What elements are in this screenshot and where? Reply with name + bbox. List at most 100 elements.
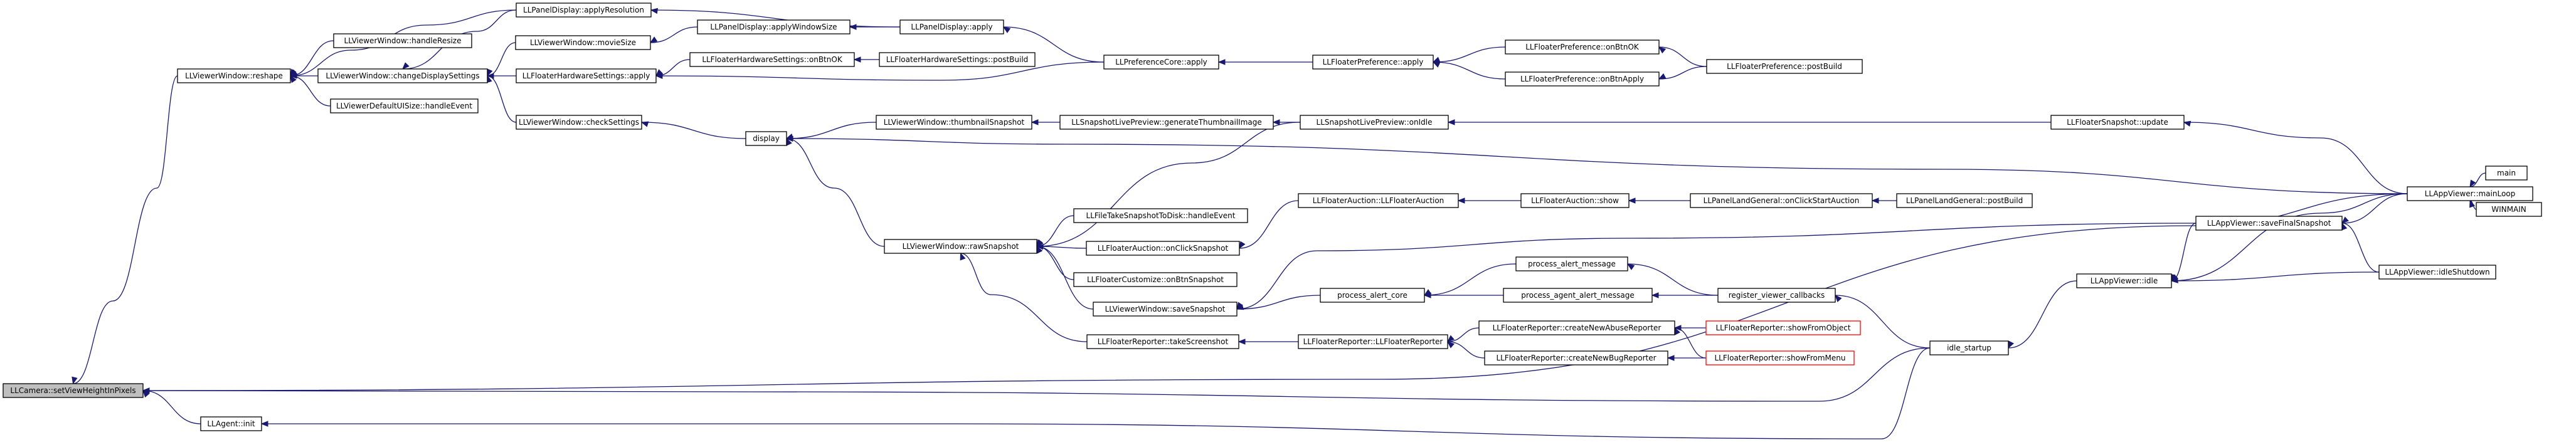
node-llpaneldisplay-apply[interactable]: LLPanelDisplay::apply — [899, 19, 1004, 34]
node-box — [884, 239, 1037, 254]
node-llcamera-setviewheightinpixels[interactable]: LLCamera::setViewHeightInPixels — [3, 383, 144, 398]
node-llfloaterreporter-showfrommenu[interactable]: LLFloaterReporter::showFromMenu — [1705, 350, 1855, 365]
node-llfloatercustomize-onbtnsnapshot[interactable]: LLFloaterCustomize::onBtnSnapshot — [1073, 272, 1238, 287]
node-llappviewer-savefinalsnapshot[interactable]: LLAppViewer::saveFinalSnapshot — [2195, 216, 2343, 231]
node-llpaneldisplay-applyresolution[interactable]: LLPanelDisplay::applyResolution — [516, 3, 652, 18]
edge-llfloaterpreference-apply-to-llpreferencecore-apply — [1217, 59, 1313, 65]
node-llviewerwindow-savesnapshot[interactable]: LLViewerWindow::saveSnapshot — [1093, 302, 1238, 317]
node-main[interactable]: main — [2485, 166, 2528, 181]
node-box — [1515, 256, 1628, 271]
node-label: LLSnapshotLivePreview::generateThumbnail… — [1071, 118, 1262, 127]
node-llfloatersnapshot-update[interactable]: LLFloaterSnapshot::update — [2050, 115, 2185, 130]
node-label: LLViewerWindow::movieSize — [530, 38, 636, 47]
node-label: LLFloaterPreference::apply — [1323, 58, 1424, 66]
edge-llappviewer-mainloop-to-display — [785, 135, 2408, 194]
node-box — [1073, 208, 1248, 223]
node-llappviewer-idleshutdown[interactable]: LLAppViewer::idleShutdown — [2378, 265, 2496, 280]
node-llfloaterreporter-llfloaterreporter[interactable]: LLFloaterReporter::LLFloaterReporter — [1298, 334, 1448, 349]
edge-llappviewer-idleshutdown-to-llappviewer-idle — [2170, 271, 2380, 283]
node-box — [515, 35, 651, 50]
edge-idle-startup-to-llagent-init — [260, 347, 1931, 439]
node-llfloaterhardwaresettings-onbtnok[interactable]: LLFloaterHardwareSettings::onBtnOK — [689, 52, 855, 67]
edge-llfloatersnapshot-update-to-llsnapshotlivepreview-onidle — [1447, 119, 2051, 125]
node-label: LLPreferenceCore::apply — [1115, 58, 1207, 66]
node-llfloaterreporter-takescreenshot[interactable]: LLFloaterReporter::takeScreenshot — [1086, 334, 1239, 349]
edge-llfloaterreporter-takescreenshot-to-llviewerwindow-rawsnapshot — [960, 252, 1088, 342]
node-llfloaterauction-onclicksnapshot[interactable]: LLFloaterAuction::onClickSnapshot — [1086, 241, 1240, 256]
node-box — [1706, 59, 1863, 74]
node-register-viewer-callbacks[interactable]: register_viewer_callbacks — [1717, 288, 1836, 303]
node-llfloaterauction-show[interactable]: LLFloaterAuction::show — [1520, 193, 1630, 208]
node-display[interactable]: display — [745, 131, 787, 146]
node-idle-startup[interactable]: idle_startup — [1929, 340, 2009, 355]
edge-llviewerwindow-reshape-to-llcamera-setviewheightinpixels — [72, 75, 178, 385]
node-llfloaterhardwaresettings-postbuild[interactable]: LLFloaterHardwareSettings::postBuild — [879, 52, 1036, 67]
node-llfloaterpreference-onbtnapply[interactable]: LLFloaterPreference::onBtnApply — [1505, 71, 1660, 87]
node-label: LLFloaterReporter::showFromMenu — [1715, 354, 1846, 362]
node-llfloaterpreference-onbtnok[interactable]: LLFloaterPreference::onBtnOK — [1505, 39, 1660, 55]
node-llfiletakesnapshottodisk-handleevent[interactable]: LLFileTakeSnapshotToDisk::handleEvent — [1073, 208, 1248, 223]
node-box — [876, 115, 1032, 130]
node-llfloaterpreference-postbuild[interactable]: LLFloaterPreference::postBuild — [1706, 59, 1863, 74]
edge-llpreferencecore-apply-to-llfloaterhardwaresettings-apply — [655, 61, 1105, 81]
node-label: LLFloaterHardwareSettings::apply — [522, 71, 650, 80]
node-label: LLAppViewer::idle — [2091, 276, 2158, 285]
edge-llfloaterreporter-createnewabusereporter-to-llfloaterreporter-llfloaterreporter — [1446, 327, 1480, 342]
node-llfloaterauction-llfloaterauction[interactable]: LLFloaterAuction::LLFloaterAuction — [1298, 193, 1459, 208]
edge-llfloatercustomize-onbtnsnapshot-to-llviewerwindow-rawsnapshot — [1036, 245, 1074, 280]
node-label: LLCamera::setViewHeightInPixels — [10, 386, 135, 395]
node-llappviewer-mainloop[interactable]: LLAppViewer::mainLoop — [2407, 186, 2533, 201]
node-llviewerdefaultuisize-handleevent[interactable]: LLViewerDefaultUISize::handleEvent — [330, 98, 479, 113]
node-box — [745, 131, 787, 146]
node-llfloaterhardwaresettings-apply[interactable]: LLFloaterHardwareSettings::apply — [516, 68, 657, 83]
node-llpanellandgeneral-onclickstartauction[interactable]: LLPanelLandGeneral::onClickStartAuction — [1690, 193, 1873, 208]
node-llfloaterreporter-showfromobject[interactable]: LLFloaterReporter::showFromObject — [1705, 320, 1861, 335]
node-label: display — [753, 134, 780, 143]
node-llpreferencecore-apply[interactable]: LLPreferenceCore::apply — [1103, 55, 1219, 70]
node-box — [1298, 334, 1448, 349]
node-llsnapshotlivepreview-generatethumbnailimage[interactable]: LLSnapshotLivePreview::generateThumbnail… — [1059, 115, 1274, 130]
node-llpaneldisplay-applywindowsize[interactable]: LLPanelDisplay::applyWindowSize — [697, 19, 851, 34]
node-llviewerwindow-rawsnapshot[interactable]: LLViewerWindow::rawSnapshot — [884, 239, 1037, 254]
node-llsnapshotlivepreview-onidle[interactable]: LLSnapshotLivePreview::onIdle — [1300, 115, 1449, 130]
node-llviewerwindow-thumbnailsnapshot[interactable]: LLViewerWindow::thumbnailSnapshot — [876, 115, 1032, 130]
node-process-alert-core[interactable]: process_alert_core — [1320, 288, 1425, 303]
node-llviewerwindow-moviesize[interactable]: LLViewerWindow::movieSize — [515, 35, 651, 50]
node-box — [1478, 320, 1675, 335]
node-box — [879, 52, 1036, 67]
node-llviewerwindow-handleresize[interactable]: LLViewerWindow::handleResize — [333, 33, 472, 48]
node-box — [1690, 193, 1873, 208]
node-llfloaterreporter-createnewbugreporter[interactable]: LLFloaterReporter::createNewBugReporter — [1484, 350, 1668, 365]
nodes: LLCamera::setViewHeightInPixels LLViewerW… — [3, 3, 2542, 431]
node-llviewerwindow-reshape[interactable]: LLViewerWindow::reshape — [177, 68, 291, 83]
edge-llappviewer-savefinalsnapshot-to-llviewerwindow-savesnapshot — [1236, 223, 2197, 310]
node-label: LLAgent::init — [207, 419, 255, 428]
node-box — [317, 68, 488, 83]
node-box — [1086, 334, 1239, 349]
node-box — [2476, 202, 2542, 217]
node-box — [1503, 288, 1653, 303]
node-winmain[interactable]: WINMAIN — [2476, 202, 2542, 217]
node-label: LLPanelDisplay::applyWindowSize — [710, 23, 837, 31]
edge-llfloaterpreference-onbtnok-to-llfloaterpreference-apply — [1432, 46, 1506, 63]
node-llviewerwindow-changedisplaysettings[interactable]: LLViewerWindow::changeDisplaySettings — [317, 68, 488, 83]
node-label: LLViewerDefaultUISize::handleEvent — [336, 102, 472, 110]
node-box — [1896, 193, 2033, 208]
node-label: LLViewerWindow::changeDisplaySettings — [326, 71, 479, 80]
node-box — [689, 52, 855, 67]
edge-llpaneldisplay-applyresolution-to-llviewerwindow-changedisplaysettings — [402, 9, 517, 70]
node-llfloaterreporter-createnewabusereporter[interactable]: LLFloaterReporter::createNewAbuseReporte… — [1478, 320, 1675, 335]
node-llagent-init[interactable]: LLAgent::init — [200, 416, 262, 431]
node-process-alert-message[interactable]: process_alert_message — [1515, 256, 1628, 271]
node-llfloaterpreference-apply[interactable]: LLFloaterPreference::apply — [1312, 55, 1434, 70]
edge-main-to-llappviewer-mainloop — [2469, 172, 2486, 188]
edges — [72, 8, 2486, 439]
edge-llviewerwindow-thumbnailsnapshot-to-display — [785, 122, 877, 139]
node-llpanellandgeneral-postbuild[interactable]: LLPanelLandGeneral::postBuild — [1896, 193, 2033, 208]
node-process-agent-alert-message[interactable]: process_agent_alert_message — [1503, 288, 1653, 303]
node-llviewerwindow-checksettings[interactable]: LLViewerWindow::checkSettings — [516, 115, 642, 130]
node-llappviewer-idle[interactable]: LLAppViewer::idle — [2076, 273, 2172, 288]
node-box — [1300, 115, 1449, 130]
node-label: LLFileTakeSnapshotToDisk::handleEvent — [1086, 211, 1236, 220]
node-box — [1059, 115, 1274, 130]
